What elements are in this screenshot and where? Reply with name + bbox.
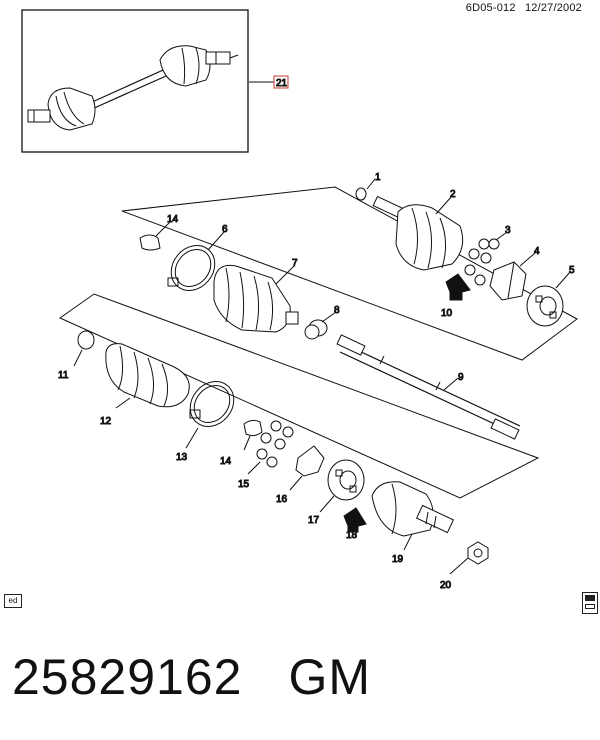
- part-11-cap: [73, 330, 95, 367]
- part-12-inner-boot: [105, 343, 190, 409]
- inner-joint-group-frame: [58, 293, 540, 499]
- outer-joint-group-frame: [121, 186, 578, 361]
- brand-name: GM: [288, 649, 372, 705]
- part-5-cage: [526, 271, 571, 327]
- part-number-caption: 25829162 GM: [12, 648, 371, 706]
- part-16-tripod: [289, 445, 325, 491]
- part-14-clamp-upper: [139, 221, 171, 251]
- callout-21: 21: [276, 78, 288, 89]
- exploded-axle-diagram: 21 1 2 3 4 5: [21, 9, 578, 592]
- part-20-nut: [449, 541, 489, 575]
- part-15-balls: [247, 420, 294, 475]
- view-arrow-18: [343, 507, 367, 533]
- callout-6: 6: [222, 224, 228, 235]
- part-4-inner-race: [489, 252, 536, 301]
- callout-10: 10: [441, 308, 453, 319]
- callout-7: 7: [292, 258, 298, 269]
- part-13-clamp: [185, 381, 235, 449]
- part-number: 25829162: [12, 649, 243, 705]
- callout-12: 12: [100, 416, 112, 427]
- callout-1: 1: [375, 172, 381, 183]
- part-7-boot: [213, 264, 299, 333]
- ref-code: 6D05-012: [465, 2, 516, 14]
- callout-19: 19: [392, 554, 404, 565]
- part-14-clamp-lower: [243, 419, 263, 451]
- part-19-outer-joint: [371, 481, 455, 551]
- part-9-shaft: [336, 334, 521, 440]
- callout-18: 18: [346, 530, 358, 541]
- callout-14-upper: 14: [167, 214, 179, 225]
- diagram-date: 12/27/2002: [524, 2, 582, 14]
- document-icon: [582, 592, 598, 614]
- callout-13: 13: [176, 452, 188, 463]
- part-6-boot-clamp: [167, 231, 225, 291]
- part-2-outer-cv-joint: [372, 195, 464, 271]
- callout-2: 2: [450, 189, 456, 200]
- edition-tag: ed: [4, 594, 22, 608]
- callout-4: 4: [534, 246, 540, 257]
- callout-8: 8: [334, 305, 340, 316]
- part-8-bushing: [304, 311, 337, 340]
- callout-15: 15: [238, 479, 250, 490]
- callout-11: 11: [58, 370, 69, 381]
- callout-21-box: [273, 75, 289, 89]
- diagram-header: 6D05-012 12/27/2002: [460, 2, 582, 14]
- part-3-balls: [464, 231, 508, 286]
- assembly-inset: [21, 9, 249, 153]
- callout-16: 16: [276, 494, 288, 505]
- callout-14-lower: 14: [220, 456, 232, 467]
- part-17-cage: [319, 459, 365, 513]
- assembled-shaft-illustration: [27, 45, 239, 131]
- callout-20: 20: [440, 580, 452, 591]
- part-1-snap-ring: [355, 178, 376, 201]
- callout-5: 5: [569, 265, 575, 276]
- callout-9: 9: [458, 372, 464, 383]
- callout-3: 3: [505, 225, 511, 236]
- callout-17: 17: [308, 515, 320, 526]
- view-arrow-10: [445, 273, 471, 301]
